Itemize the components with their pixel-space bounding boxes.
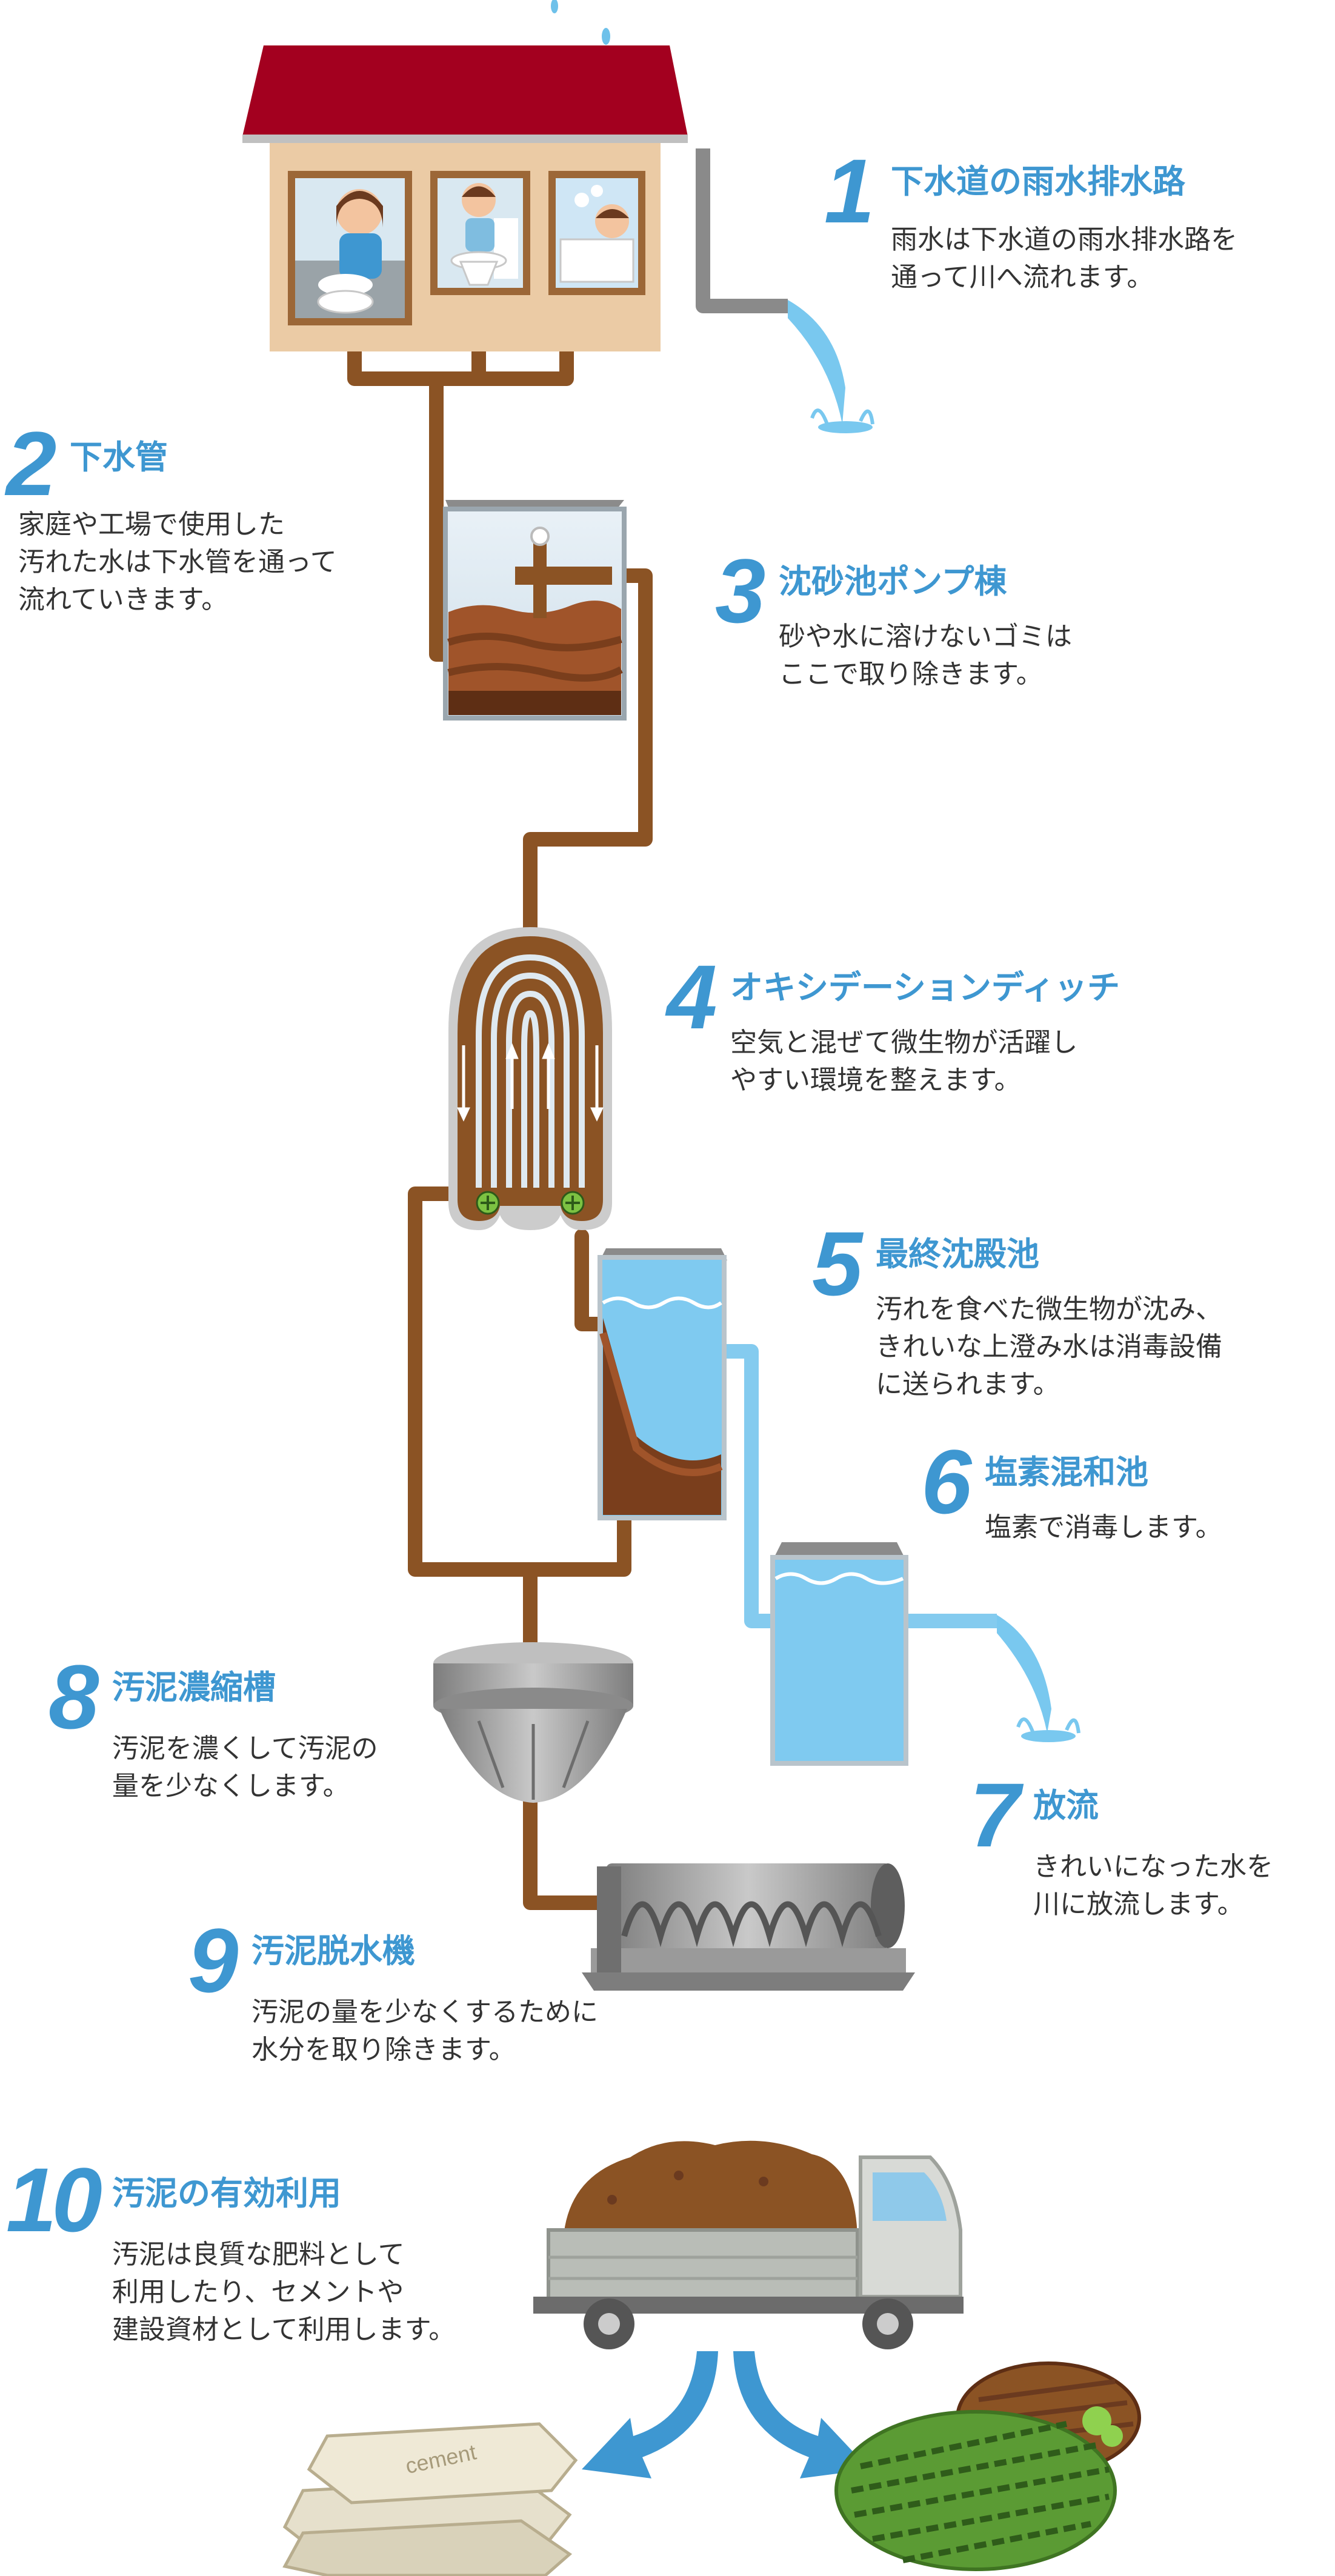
step-number: 1 — [824, 140, 875, 242]
step-number: 8 — [48, 1646, 99, 1748]
sludge-dewatering-machine — [582, 1863, 915, 1991]
step-title: 塩素混和池 — [985, 1453, 1148, 1491]
step-description: 汚泥は良質な肥料として 利用したり、セメントや 建設資材として利用します。 — [112, 2239, 456, 2345]
sludge-thickener-tank — [433, 1642, 633, 1803]
water-pipes — [721, 1344, 997, 1628]
discharge-splash — [997, 1615, 1080, 1742]
step-description: きれいになった水を 川に放流します。 — [1033, 1851, 1273, 1920]
step-number: 10 — [6, 2149, 102, 2251]
step-2: 2 下水管 家庭や工場で使用した 汚れた水は下水管を通って 流れていきます。 — [6, 418, 418, 624]
step-description: 汚れを食べた微生物が沈み、 きれいな上澄み水は消毒設備 に送られます。 — [876, 1294, 1222, 1400]
rain-drain-pipe — [696, 148, 788, 313]
oxidation-ditch-tank — [448, 927, 612, 1230]
step-title: 下水管 — [70, 438, 168, 476]
sludge-truck — [533, 2140, 964, 2349]
step-10: 10 汚泥の有効利用 汚泥は良質な肥料として 利用したり、セメントや 建設資材と… — [6, 2154, 527, 2360]
step-6: 6 塩素混和池 塩素で消毒します。 — [921, 1436, 1315, 1557]
step-number: 9 — [188, 1909, 239, 2011]
reuse-arrow-left-icon — [582, 2351, 718, 2478]
step-title: 汚泥濃縮槽 — [112, 1668, 276, 1706]
step-number: 7 — [970, 1764, 1020, 1866]
step-9: 9 汚泥脱水機 汚泥の量を少なくするために 水分を取り除きます。 — [188, 1915, 673, 2072]
step-description: 汚泥の量を少なくするために 水分を取り除きます。 — [251, 1997, 598, 2065]
step-3: 3 沈砂池ポンプ棟 砂や水に溶けないゴミは ここで取り除きます。 — [715, 545, 1200, 703]
rain-discharge-splash — [788, 300, 874, 433]
step-4: 4 オキシデーションディッチ 空気と混ぜて微生物が活躍し やすい環境を整えます。 — [667, 951, 1273, 1109]
step-title: オキシデーションディッチ — [730, 968, 1120, 1007]
chlorine-mixing-tank — [770, 1542, 908, 1766]
house — [242, 45, 688, 351]
step-7: 7 放流 きれいになった水を 川に放流します。 — [970, 1769, 1333, 1927]
grit-chamber-tank — [443, 500, 627, 721]
step-title: 最終沈殿池 — [876, 1235, 1039, 1273]
farm-field — [834, 2361, 1141, 2571]
step-description: 家庭や工場で使用した 汚れた水は下水管を通って 流れていきます。 — [18, 509, 337, 615]
step-description: 雨水は下水道の雨水排水路を 通って川へ流れます。 — [891, 224, 1237, 293]
step-8: 8 汚泥濃縮槽 汚泥を濃くして汚泥の 量を少なくします。 — [48, 1651, 442, 1809]
reuse-arrow-right-icon — [733, 2351, 870, 2478]
step-number: 2 — [6, 413, 57, 514]
step-title: 放流 — [1033, 1786, 1099, 1825]
step-number: 5 — [812, 1213, 863, 1314]
step-description: 汚泥を濃くして汚泥の 量を少なくします。 — [112, 1733, 378, 1802]
step-description: 空気と混ぜて微生物が活躍し やすい環境を整えます。 — [730, 1027, 1078, 1096]
step-title: 汚泥の有効利用 — [112, 2174, 341, 2212]
step-number: 4 — [667, 946, 717, 1048]
step-description: 砂や水に溶けないゴミは ここで取り除きます。 — [779, 621, 1072, 690]
step-5: 5 最終沈殿池 汚れを食べた微生物が沈み、 きれいな上澄み水は消毒設備 に送られ… — [812, 1218, 1327, 1418]
step-1: 1 下水道の雨水排水路 雨水は下水道の雨水排水路を 通って川へ流れます。 — [824, 145, 1333, 303]
step-title: 沈砂池ポンプ棟 — [779, 562, 1007, 601]
step-number: 3 — [715, 540, 766, 642]
step-title: 汚泥脱水機 — [251, 1932, 415, 1970]
step-description: 塩素で消毒します。 — [985, 1512, 1222, 1543]
step-number: 6 — [921, 1431, 972, 1533]
final-sedimentation-tank — [598, 1248, 727, 1520]
step-title: 下水道の雨水排水路 — [891, 162, 1185, 201]
cement-bags: cement — [282, 2422, 578, 2576]
